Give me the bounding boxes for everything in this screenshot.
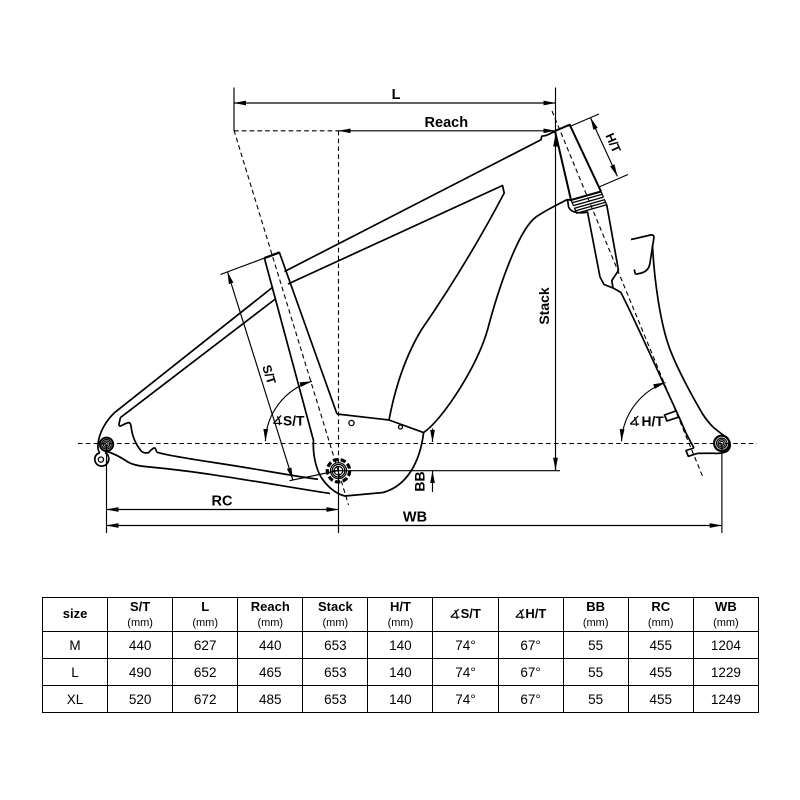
svg-text:RC: RC <box>212 494 233 510</box>
svg-text:S/T: S/T <box>283 413 305 428</box>
svg-text:BB: BB <box>412 471 428 491</box>
svg-text:Reach: Reach <box>425 115 469 131</box>
svg-text:Stack: Stack <box>536 287 552 325</box>
svg-text:S/T: S/T <box>259 363 278 386</box>
svg-text:WB: WB <box>403 510 427 526</box>
svg-text:H/T: H/T <box>642 414 665 429</box>
svg-text:L: L <box>392 87 401 103</box>
